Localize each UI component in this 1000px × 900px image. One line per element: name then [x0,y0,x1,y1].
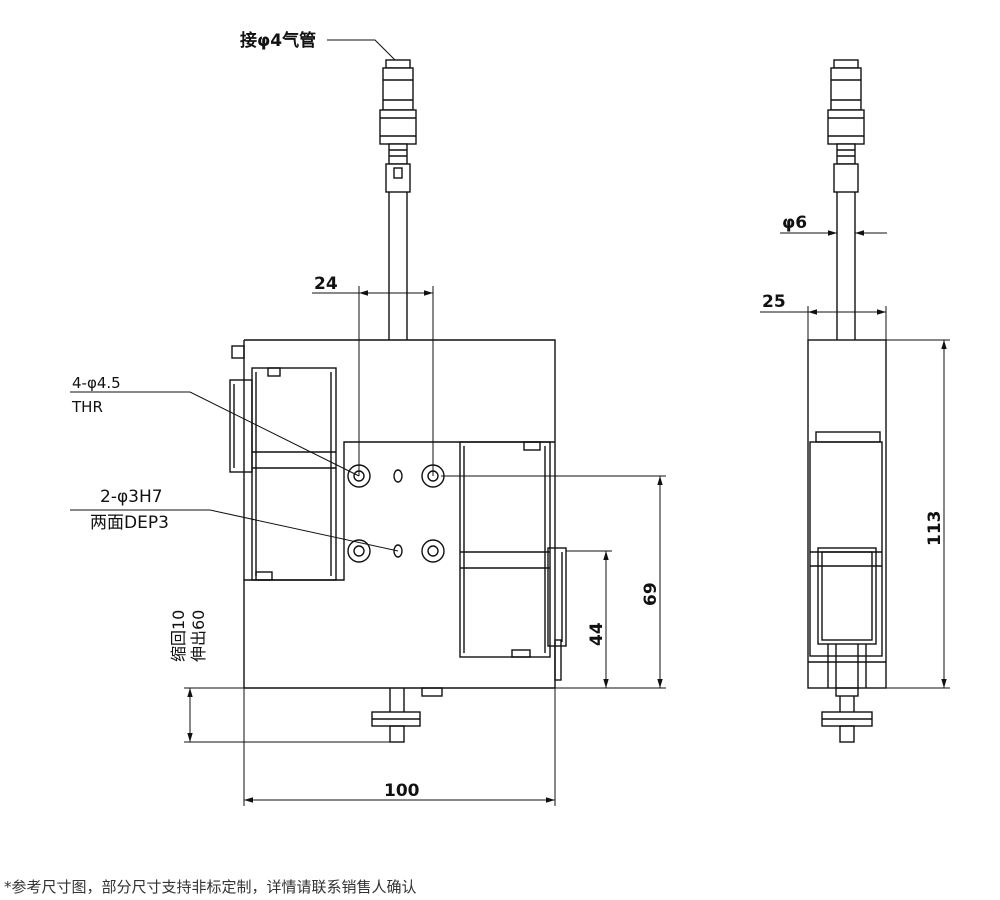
piston-rod [371,687,443,743]
dim-height-lines [441,475,666,689]
side-dim-113-label: 113 [925,511,945,547]
mounting-holes [347,464,445,563]
side-view [760,59,950,743]
stroke-retract-label: 缩回10 [169,610,188,662]
side-dim-25-label: 25 [762,292,786,312]
hole-label-line1: 4-φ4.5 [72,374,121,392]
dim-stroke-lines [184,687,390,743]
pin-label-line1: 2-φ3H7 [100,487,163,507]
side-air-fitting [827,59,865,340]
air-fitting [379,59,417,340]
footnote: *参考尺寸图，部分尺寸支持非标定制，详情请联系销售人确认 [4,878,417,896]
dim-100-label: 100 [384,781,420,801]
front-view [70,39,666,806]
dim-44-label: 44 [587,622,607,646]
side-dim-tube-label: φ6 [782,213,807,233]
dim-24-label: 24 [314,274,338,294]
air-fitting-label: 接φ4气管 [240,30,316,51]
side-dim-lines [760,230,950,689]
cylinder-body [229,339,567,689]
dim-24-lines [312,286,434,476]
leader-lines [70,39,399,552]
side-body [807,339,887,743]
hole-label-line2: THR [71,398,103,416]
dim-69-label: 69 [641,582,661,606]
pin-label-line2: 两面DEP3 [90,513,169,533]
stroke-extend-label: 伸出60 [189,610,208,662]
dim-100-lines [243,688,556,806]
